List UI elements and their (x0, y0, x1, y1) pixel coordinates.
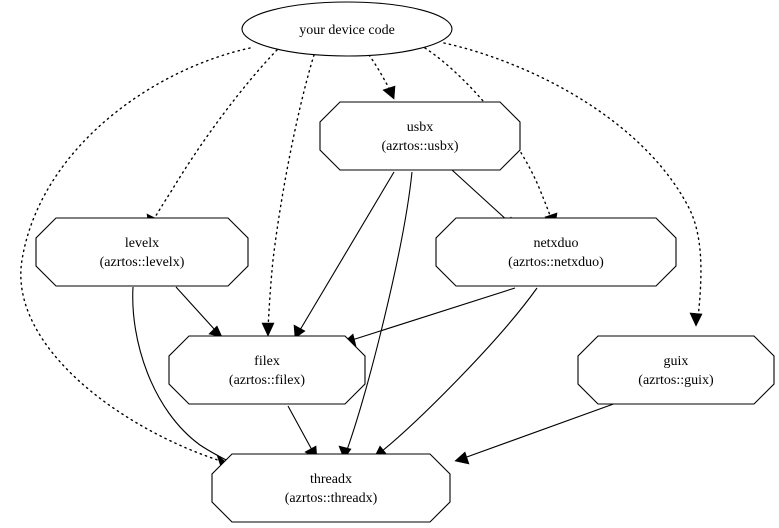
arrowhead-icon (382, 85, 396, 100)
node-guix-shape (577, 335, 775, 405)
node-levelx-label-name: levelx (125, 236, 159, 251)
edge-netxduo-to-threadx (373, 287, 538, 459)
node-netxduo[interactable]: netxduo (azrtos::netxduo) (435, 217, 677, 287)
node-usbx-label-package: (azrtos::usbx) (382, 139, 459, 154)
edge-device-to-usbx (368, 54, 396, 100)
edge-netxduo-to-filex (342, 287, 516, 347)
edge-device-to-guix (443, 42, 703, 327)
edge-device-to-levelx (146, 49, 278, 228)
arrowhead-icon (261, 322, 275, 337)
edge-usbx-to-threadx (338, 171, 413, 460)
edge-filex-to-threadx (287, 405, 318, 460)
node-threadx-label-name: threadx (310, 472, 352, 487)
edge-usbx-to-filex (293, 171, 395, 339)
arrowhead-icon (293, 324, 306, 339)
node-filex-shape (168, 335, 366, 405)
node-usbx-label-name: usbx (407, 120, 433, 135)
arrowhead-icon (454, 451, 470, 465)
node-guix-label-name: guix (664, 354, 689, 369)
edge-device-to-filex (261, 54, 315, 337)
node-guix[interactable]: guix (azrtos::guix) (577, 335, 775, 405)
node-guix-label-package: (azrtos::guix) (638, 373, 714, 388)
node-levelx-label-package: (azrtos::levelx) (100, 255, 185, 270)
node-threadx-label-package: (azrtos::threadx) (285, 491, 378, 506)
arrowhead-icon (208, 325, 223, 338)
node-netxduo-shape (435, 217, 677, 287)
node-levelx-shape (35, 217, 249, 287)
node-filex[interactable]: filex (azrtos::filex) (168, 335, 366, 405)
node-usbx[interactable]: usbx (azrtos::usbx) (319, 101, 521, 171)
node-filex-label-package: (azrtos::filex) (229, 373, 306, 388)
node-netxduo-label-name: netxduo (533, 236, 578, 251)
node-device-label: your device code (299, 23, 395, 38)
node-levelx[interactable]: levelx (azrtos::levelx) (35, 217, 249, 287)
node-netxduo-label-package: (azrtos::netxduo) (508, 255, 604, 270)
node-device-shape (241, 1, 453, 57)
node-filex-label-name: filex (254, 354, 280, 369)
arrowhead-icon (689, 312, 703, 327)
node-device[interactable]: your device code (241, 1, 453, 57)
edge-levelx-to-filex (175, 286, 223, 338)
node-usbx-shape (319, 101, 521, 171)
edge-guix-to-threadx (454, 401, 620, 465)
node-threadx-shape (211, 453, 451, 523)
node-threadx[interactable]: threadx (azrtos::threadx) (211, 453, 451, 523)
